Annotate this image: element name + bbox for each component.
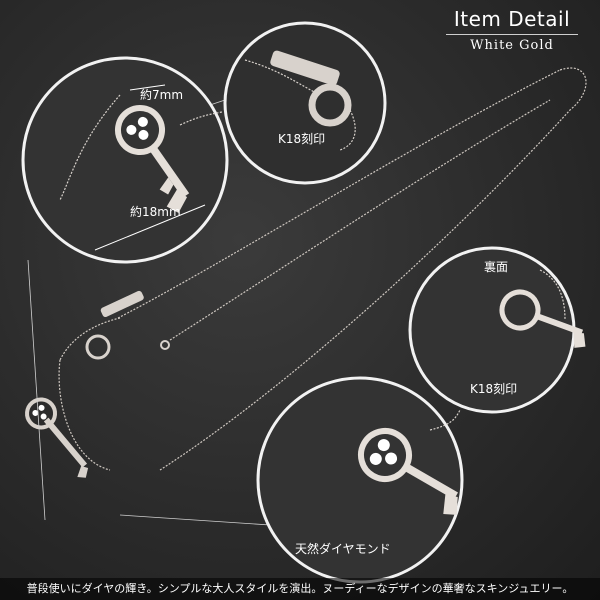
item-detail-header: Item Detail White Gold	[442, 6, 582, 54]
width-measure-label: 約7mm	[140, 88, 184, 102]
back-stamp-label: K18刻印	[470, 382, 518, 396]
caption-bar: 普段使いにダイヤの輝き。シンプルな大人スタイルを演出。ヌーディーなデザインの華奢…	[0, 578, 600, 600]
clasp-stamp-label: K18刻印	[278, 132, 326, 146]
zoom-circle-clasp	[223, 21, 387, 185]
material-subtitle: White Gold	[470, 38, 554, 53]
necklace-chain	[58, 67, 587, 471]
zoom-circle-back	[408, 246, 586, 414]
back-side-label: 裏面	[484, 260, 509, 274]
necklace-chain-inner	[169, 99, 551, 341]
caption-text: 普段使いにダイヤの輝き。シンプルな大人スタイルを演出。ヌーディーなデザインの華奢…	[26, 582, 574, 595]
length-measure-label: 約18mm	[130, 205, 181, 219]
zoom-circle-pendant	[21, 56, 229, 264]
zoom-circle-diamonds	[256, 376, 464, 584]
diamond-label: 天然ダイヤモンド	[295, 542, 391, 556]
clasp	[85, 290, 170, 360]
page-title: Item Detail	[453, 7, 571, 31]
key-pendant	[25, 397, 89, 478]
title-divider	[446, 34, 578, 35]
